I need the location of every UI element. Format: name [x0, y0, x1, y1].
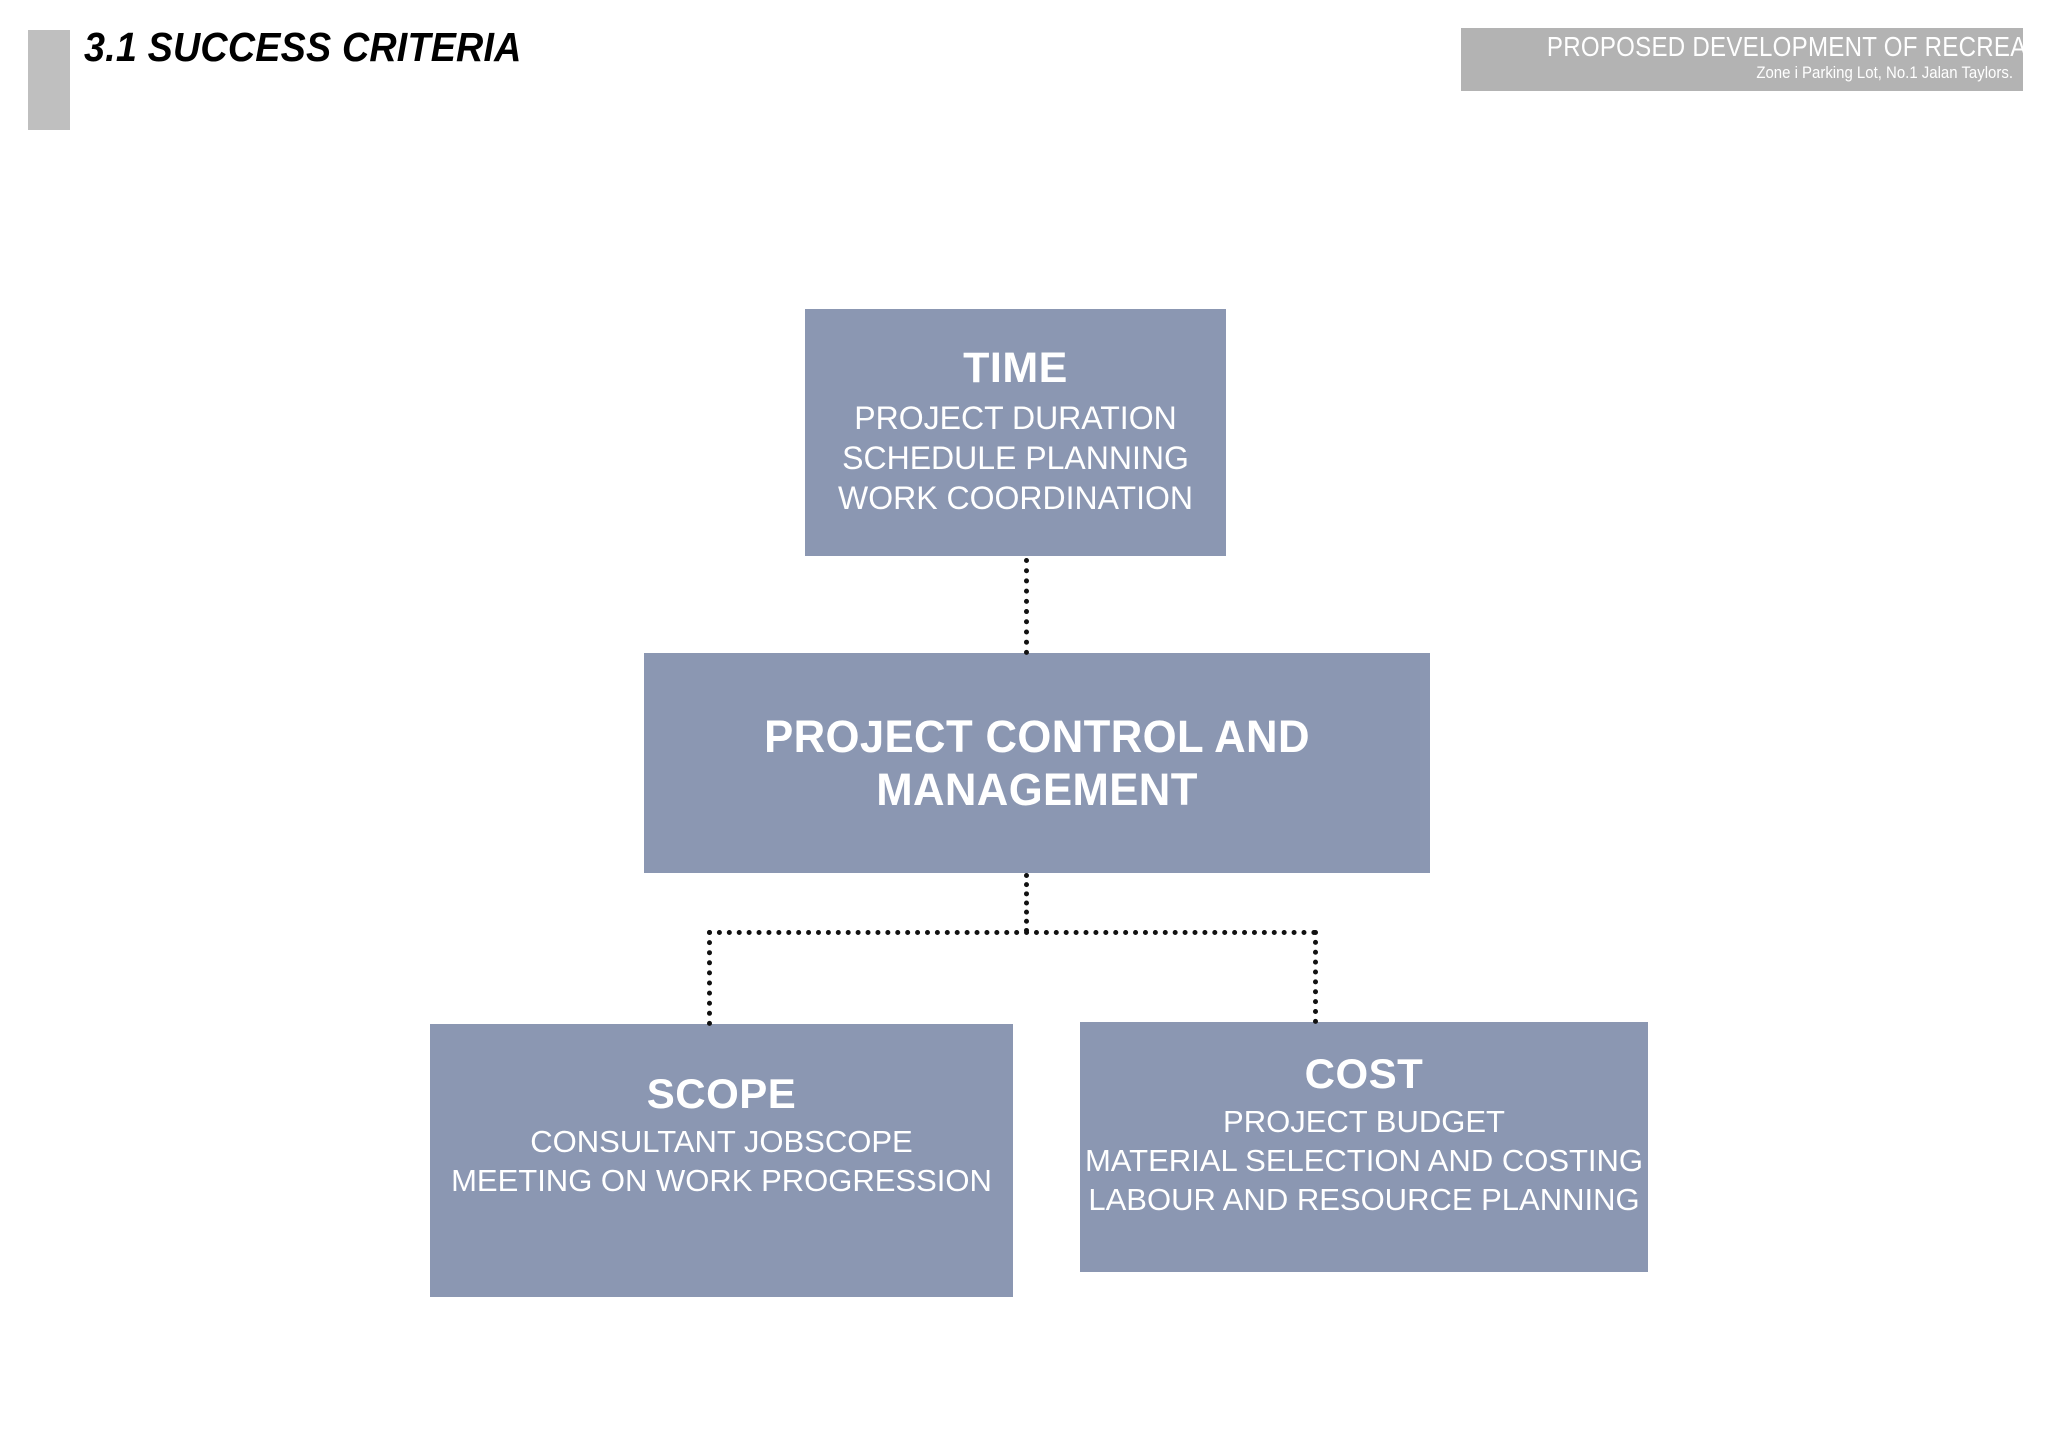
- node-scope-title: SCOPE: [646, 1070, 797, 1117]
- connector-horizontal-branch: [707, 930, 1317, 935]
- node-cost-title: COST: [1304, 1050, 1424, 1097]
- diagram-node-time[interactable]: TIME PROJECT DURATION SCHEDULE PLANNING …: [805, 309, 1226, 556]
- connector-time-to-project-control: [1024, 558, 1029, 655]
- diagram-node-cost[interactable]: COST PROJECT BUDGET MATERIAL SELECTION A…: [1080, 1022, 1648, 1272]
- node-time-title: TIME: [963, 344, 1068, 393]
- diagram-node-scope[interactable]: SCOPE CONSULTANT JOBSCOPE MEETING ON WOR…: [430, 1024, 1013, 1297]
- node-cost-line-1: PROJECT BUDGET: [1223, 1103, 1505, 1139]
- node-time-line-3: WORK COORDINATION: [838, 480, 1193, 517]
- connector-project-control-stem: [1024, 873, 1029, 933]
- node-scope-line-2: MEETING ON WORK PROGRESSION: [451, 1162, 992, 1198]
- connector-branch-to-cost: [1313, 930, 1318, 1024]
- project-subtitle: Zone i Parking Lot, No.1 Jalan Taylors.: [1756, 63, 2013, 83]
- node-cost-line-2: MATERIAL SELECTION AND COSTING: [1084, 1142, 1644, 1178]
- node-time-line-2: SCHEDULE PLANNING: [842, 440, 1189, 477]
- connector-branch-to-scope: [707, 930, 712, 1026]
- node-time-line-1: PROJECT DURATION: [854, 399, 1177, 436]
- project-title-badge: PROPOSED DEVELOPMENT OF RECREATION DISTR…: [1461, 28, 2048, 91]
- slide-header: 3.1 SUCCESS CRITERIA PROPOSED DEVELOPMEN…: [0, 0, 2048, 140]
- node-cost-line-3: LABOUR AND RESOURCE PLANNING: [1088, 1181, 1640, 1217]
- project-title: PROPOSED DEVELOPMENT OF RECREATION DISTR…: [1546, 31, 2048, 62]
- node-scope-line-1: CONSULTANT JOBSCOPE: [530, 1123, 913, 1159]
- node-project-control-title: PROJECT CONTROL AND MANAGEMENT: [764, 710, 1310, 815]
- page-title: 3.1 SUCCESS CRITERIA: [84, 24, 522, 70]
- diagram-node-project-control-and-management[interactable]: PROJECT CONTROL AND MANAGEMENT: [644, 653, 1430, 873]
- title-accent-bar: [28, 30, 70, 130]
